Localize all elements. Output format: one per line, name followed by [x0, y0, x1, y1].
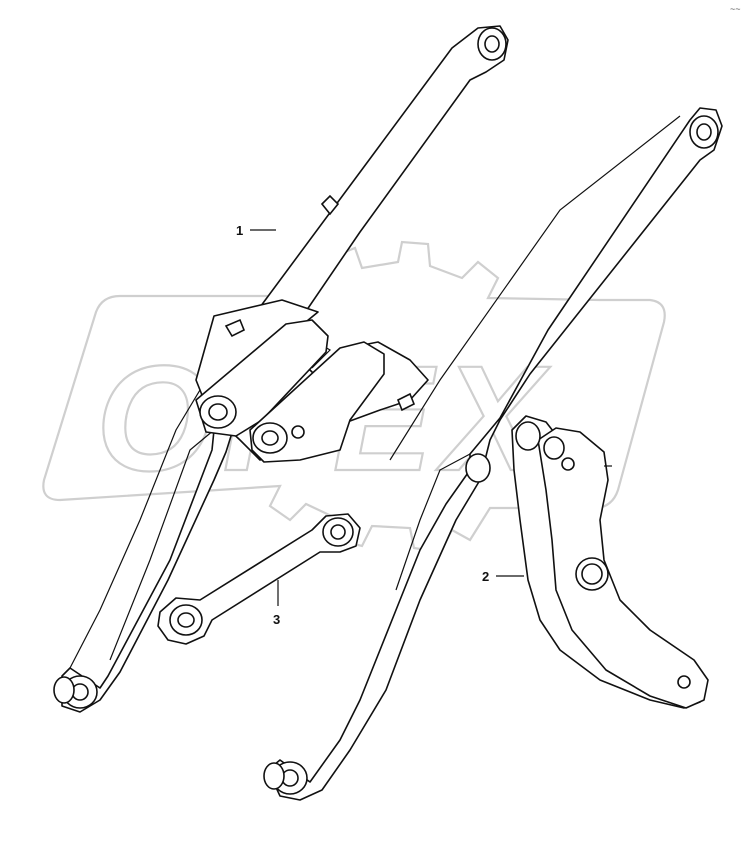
callout-2-label: 2 [482, 569, 489, 584]
clevis-right [249, 341, 385, 463]
lift-arm-left [53, 25, 509, 713]
callout-3: 3 [273, 580, 280, 627]
callout-1: 1 [236, 223, 276, 238]
bell-crank [511, 415, 709, 709]
link-rod [157, 513, 361, 645]
callout-1-label: 1 [236, 223, 243, 238]
clevis-left [195, 319, 329, 437]
callout-2: 2 [482, 569, 524, 584]
lift-arm-right [263, 107, 723, 801]
callout-3-label: 3 [273, 612, 280, 627]
corner-mark: ~~ [730, 4, 741, 14]
